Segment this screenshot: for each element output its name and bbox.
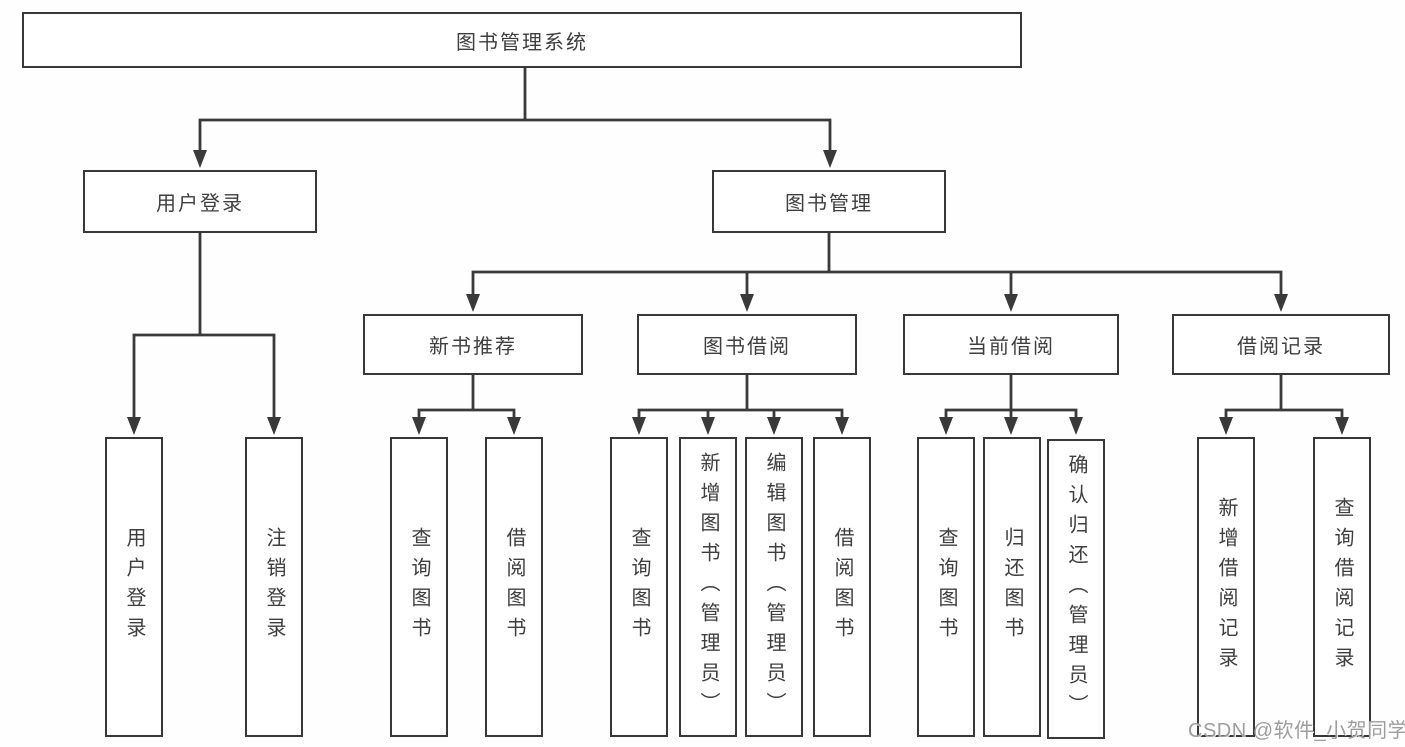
leaf-label: 查询借阅记录 <box>1331 497 1353 677</box>
leaf-label: 新增图书（管理员） <box>697 452 719 722</box>
leaf-query-books-recommend: 查询图书 <box>390 437 448 737</box>
leaf-label: 借阅图书 <box>503 527 525 647</box>
leaf-label: 查询图书 <box>935 527 957 647</box>
leaf-query-books-current: 查询图书 <box>917 437 975 737</box>
node-label: 图书管理系统 <box>456 31 588 54</box>
leaf-query-books-borrow: 查询图书 <box>610 437 668 737</box>
leaf-borrow-books-recommend: 借阅图书 <box>485 437 543 737</box>
node-root-library-system: 图书管理系统 <box>22 12 1022 68</box>
leaf-add-borrow-record: 新增借阅记录 <box>1197 437 1255 737</box>
leaf-add-books-admin: 新增图书（管理员） <box>679 437 737 737</box>
leaf-label: 借阅图书 <box>831 527 853 647</box>
node-label: 新书推荐 <box>429 336 517 358</box>
leaf-edit-books-admin: 编辑图书（管理员） <box>745 437 803 737</box>
leaf-label: 用户登录 <box>123 527 145 647</box>
leaf-label: 编辑图书（管理员） <box>763 452 785 722</box>
csdn-watermark: CSDN @软件_小贺同学 <box>1188 720 1405 742</box>
leaf-confirm-return-admin: 确认归还（管理员） <box>1047 439 1105 739</box>
leaf-borrow-books: 借阅图书 <box>813 437 871 737</box>
leaf-label: 新增借阅记录 <box>1215 497 1237 677</box>
leaf-query-borrow-record: 查询借阅记录 <box>1313 437 1371 737</box>
leaf-label: 查询图书 <box>408 527 430 647</box>
node-new-book-recommend: 新书推荐 <box>363 314 583 375</box>
leaf-label: 注销登录 <box>263 527 285 647</box>
leaf-user-login: 用户登录 <box>105 437 163 737</box>
node-book-management-branch: 图书管理 <box>712 170 946 233</box>
node-borrow-records: 借阅记录 <box>1172 314 1390 375</box>
node-label: 图书管理 <box>785 193 873 215</box>
node-label: 用户登录 <box>156 193 244 215</box>
leaf-label: 归还图书 <box>1001 527 1023 647</box>
leaf-label: 确认归还（管理员） <box>1065 454 1087 724</box>
leaf-logout-login: 注销登录 <box>245 437 303 737</box>
node-label: 图书借阅 <box>703 336 791 358</box>
leaf-return-books: 归还图书 <box>983 437 1041 737</box>
node-label: 当前借阅 <box>967 336 1055 358</box>
node-user-login-branch: 用户登录 <box>83 170 317 233</box>
node-book-borrow: 图书借阅 <box>637 314 857 375</box>
node-label: 借阅记录 <box>1237 336 1325 358</box>
leaf-label: 查询图书 <box>628 527 650 647</box>
node-current-borrow: 当前借阅 <box>903 314 1119 375</box>
